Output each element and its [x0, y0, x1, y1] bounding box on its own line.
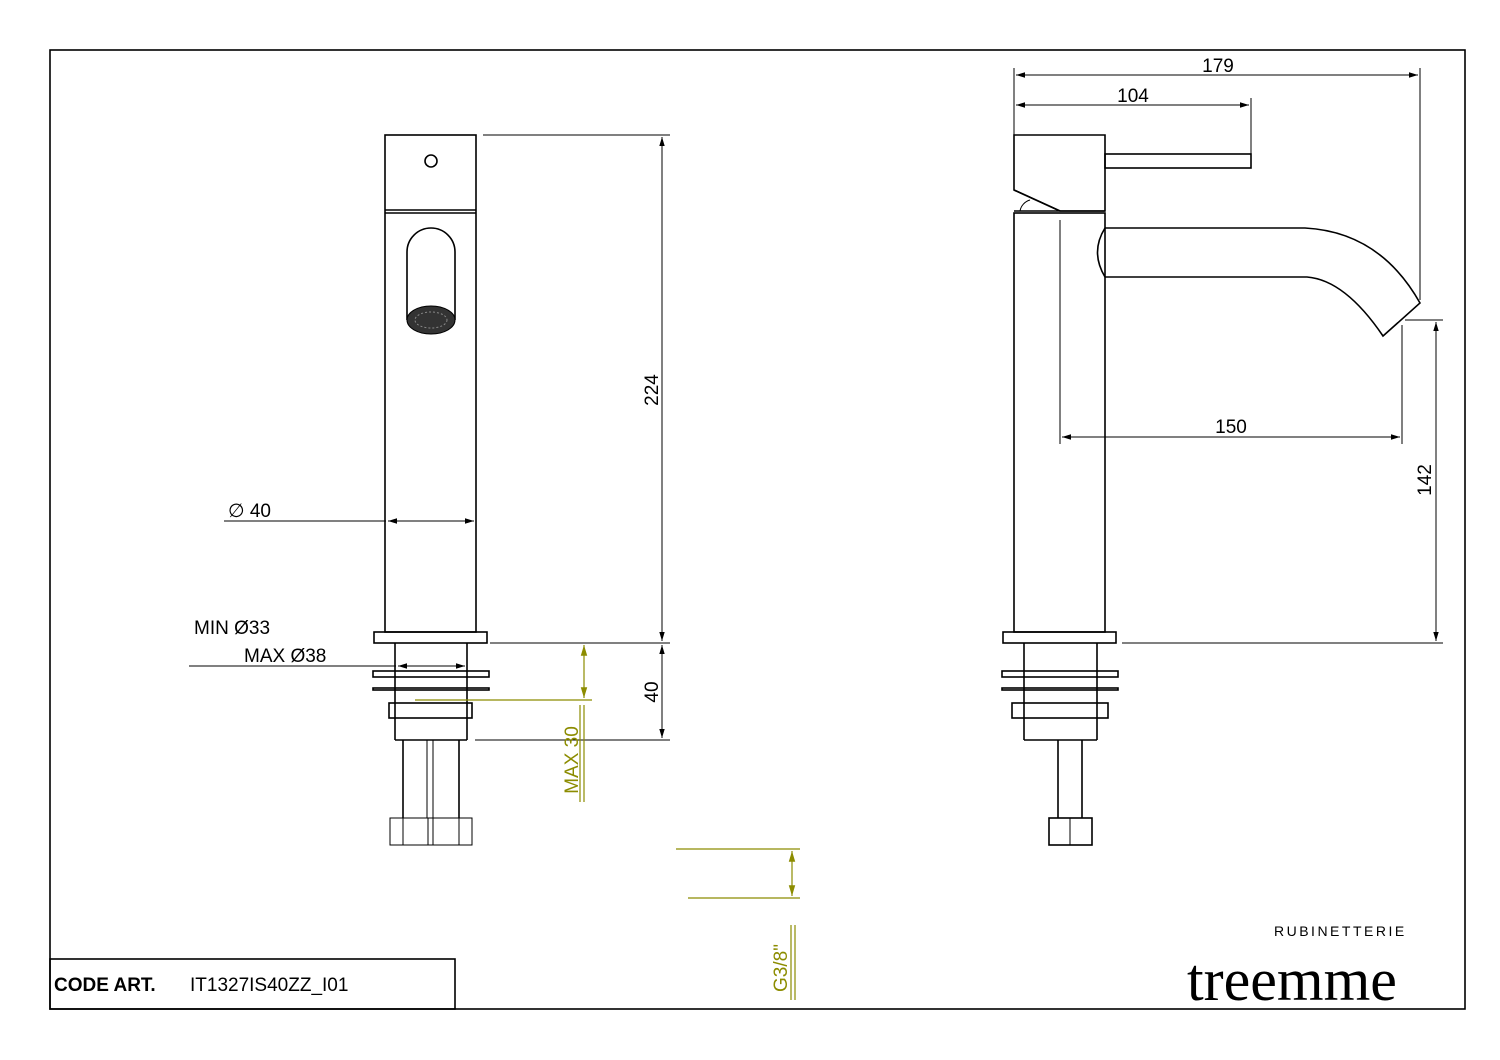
dimension-150: 150 [1059, 220, 1403, 444]
dimension-thread: G3/8" [676, 848, 800, 1000]
aerator-icon [406, 305, 456, 335]
dim-diameter-label: ∅ 40 [228, 501, 271, 522]
lever [1104, 153, 1252, 169]
dimension-height-224: 224 [483, 134, 670, 641]
dim-max30-label: MAX 30 [562, 726, 583, 794]
dimension-179: 179 [1013, 56, 1421, 300]
dim-40-label: 40 [642, 681, 663, 702]
dim-104-label: 104 [1117, 86, 1149, 107]
dim-224-label: 224 [642, 374, 663, 406]
dimension-hole: MIN Ø33 MAX Ø38 [189, 618, 465, 669]
dimension-diameter-40: ∅ 40 [224, 501, 474, 524]
brand-logo: RUBINETTERIE treemme [1187, 923, 1407, 1013]
dim-max-hole-label: MAX Ø38 [244, 646, 326, 667]
title-block: CODE ART. IT1327IS40ZZ_I01 [49, 958, 456, 1010]
spout [1105, 227, 1422, 338]
dim-min-hole-label: MIN Ø33 [194, 618, 270, 639]
front-view-faucet [372, 134, 490, 846]
side-view-faucet [1001, 134, 1422, 846]
dim-142-label: 142 [1415, 464, 1436, 496]
dim-179-label: 179 [1202, 56, 1234, 77]
logo-brand: treemme [1187, 947, 1397, 1013]
dimension-104: 104 [1016, 86, 1252, 154]
dimension-142: 142 [1122, 319, 1443, 644]
dim-thread-label: G3/8" [771, 944, 792, 992]
logo-tagline: RUBINETTERIE [1274, 923, 1407, 939]
dimension-shank-40: 40 [475, 642, 670, 741]
dim-150-label: 150 [1215, 417, 1247, 438]
lever-pin-icon [424, 154, 438, 168]
dimension-max-30: MAX 30 [415, 645, 592, 802]
code-label: CODE ART. [54, 975, 156, 996]
code-value: IT1327IS40ZZ_I01 [190, 975, 348, 996]
drawing-frame [49, 49, 1466, 1010]
